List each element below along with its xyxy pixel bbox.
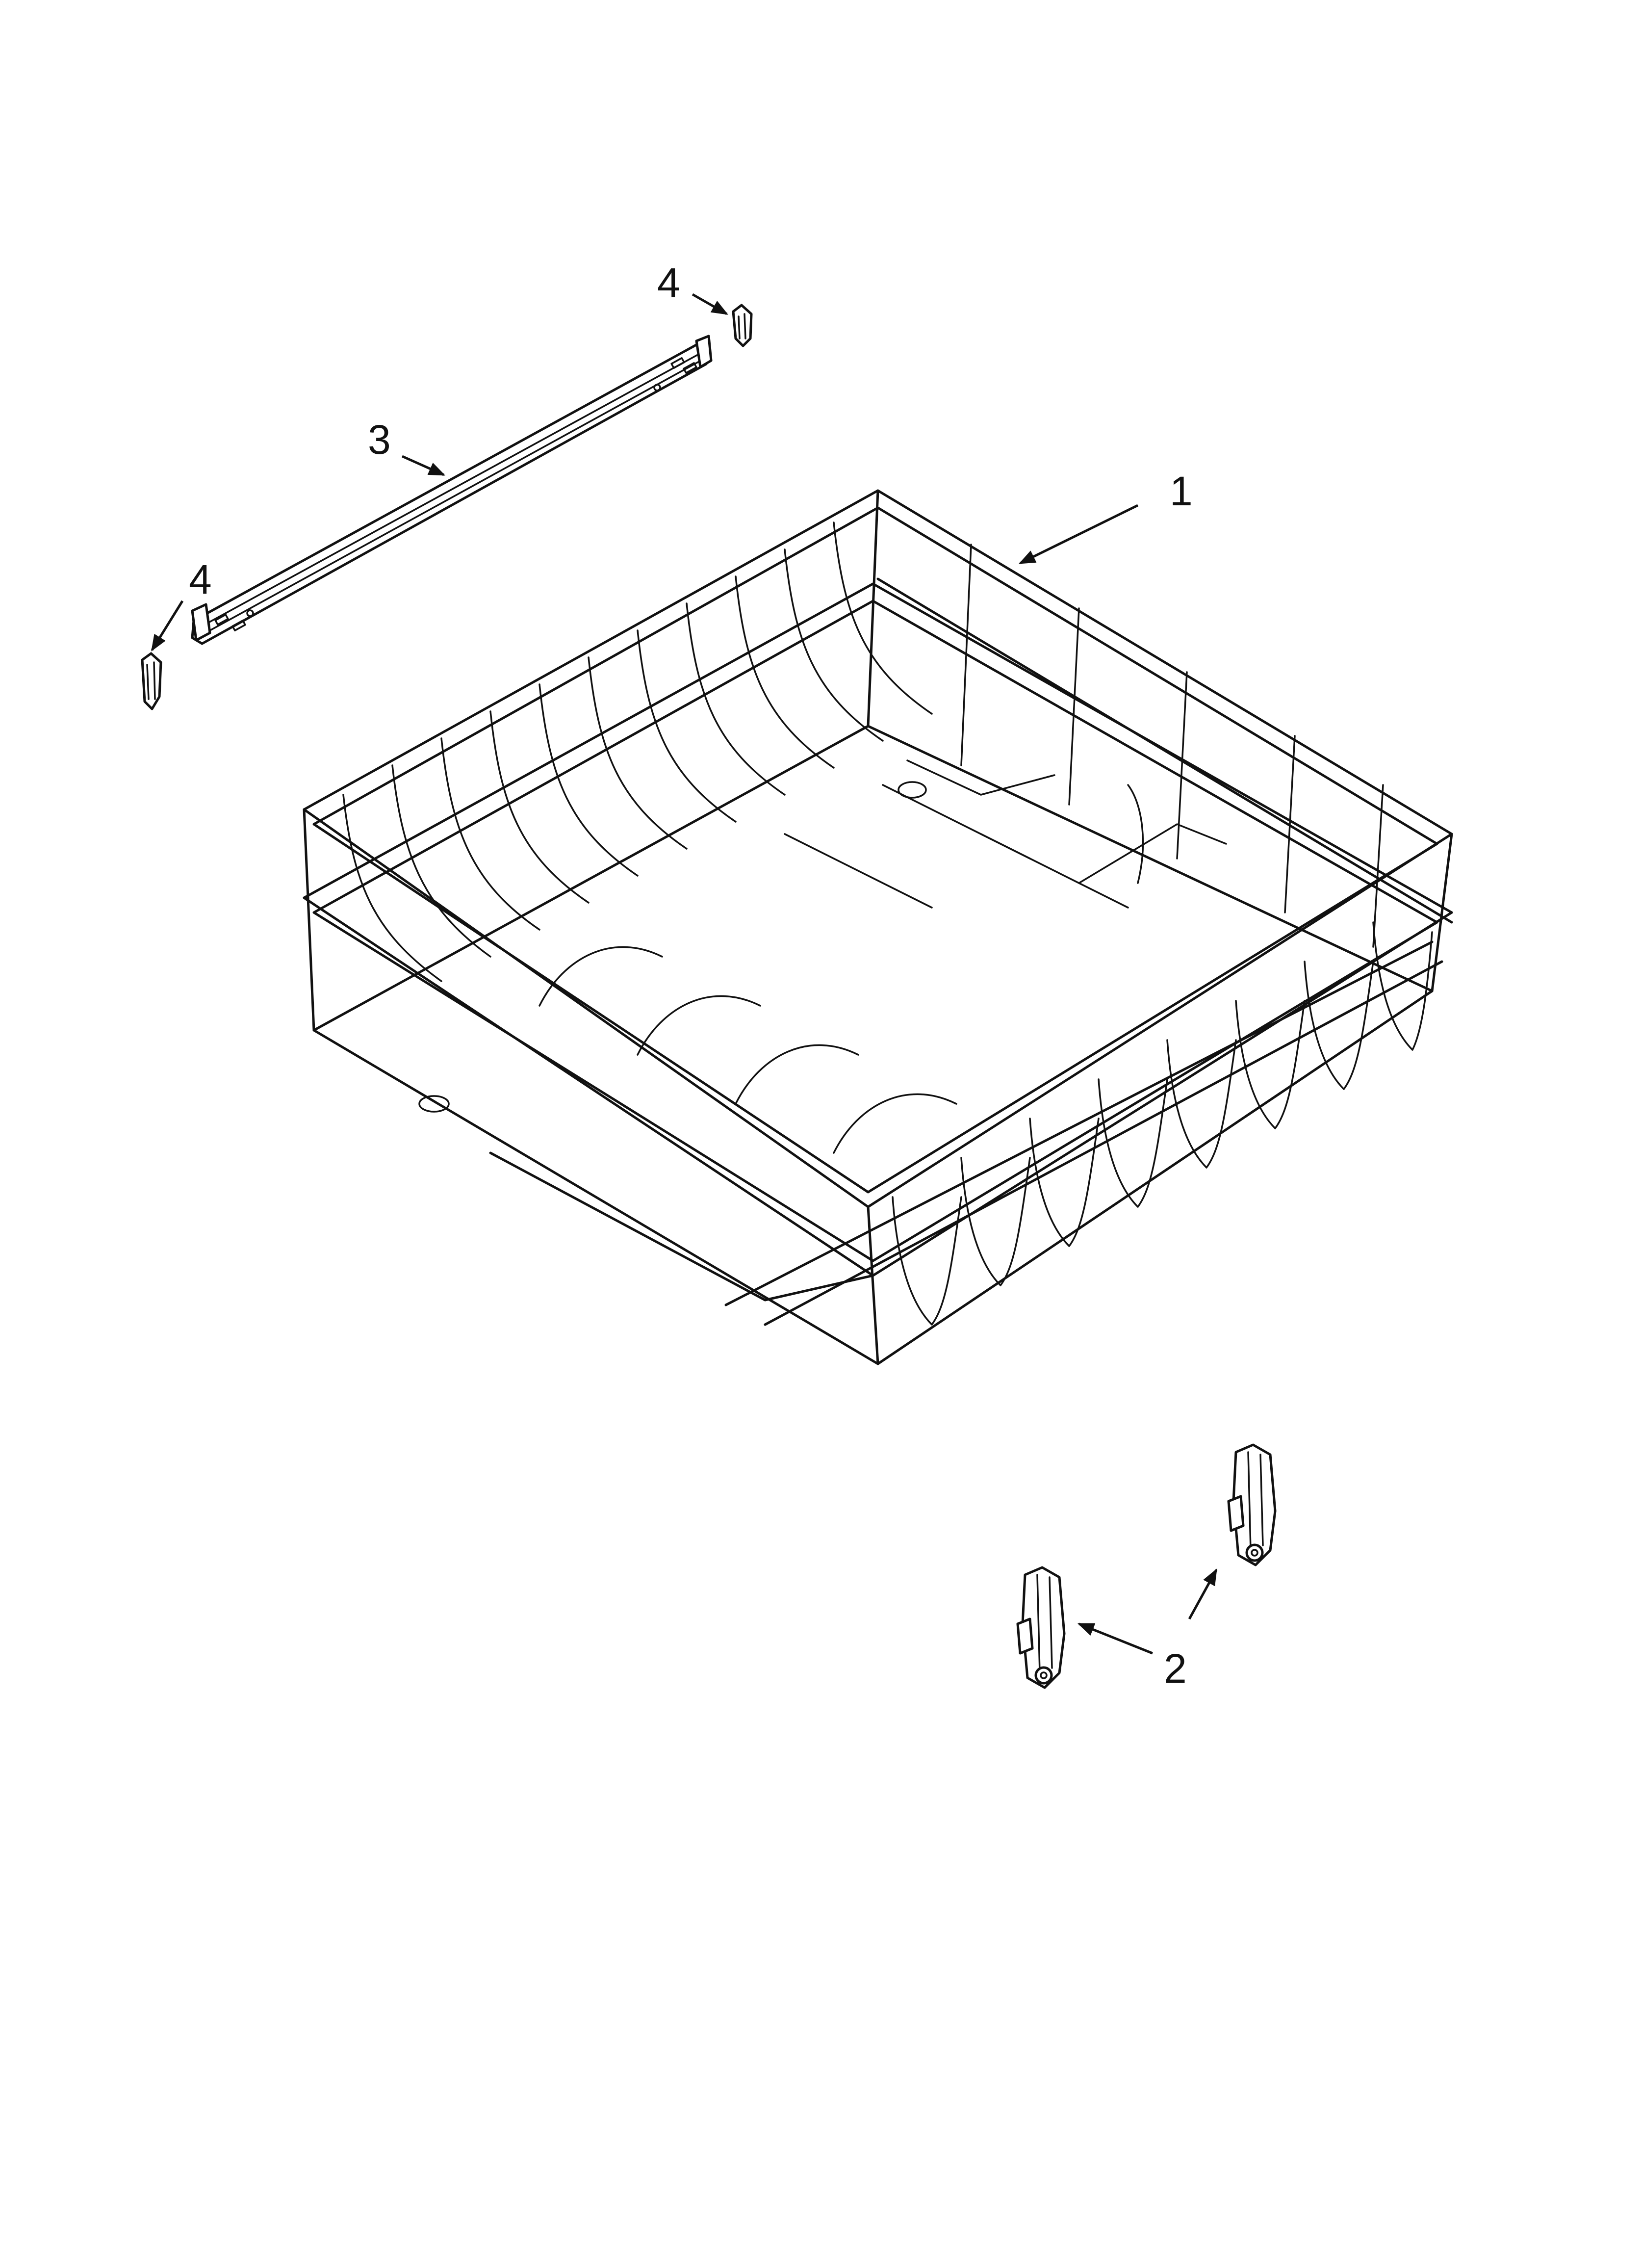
rail-end-clip-icon xyxy=(141,652,162,710)
rack-track-rail-icon xyxy=(191,335,713,645)
leader-2-b xyxy=(1188,1568,1218,1620)
leader-4-left xyxy=(151,600,184,652)
leader-3 xyxy=(401,455,446,476)
callout-4-left: 4 xyxy=(189,556,212,602)
rack-roller-adjuster-icon xyxy=(1227,1443,1277,1566)
callout-1: 1 xyxy=(1170,468,1193,514)
callout-3: 3 xyxy=(368,417,391,463)
dishrack-basket-icon xyxy=(303,489,1453,1365)
leader-1 xyxy=(1018,504,1139,565)
leader-2-a xyxy=(1077,1622,1153,1655)
callout-2: 2 xyxy=(1164,1645,1187,1692)
rack-roller-adjuster-icon xyxy=(1016,1566,1066,1689)
rail-end-clip-icon xyxy=(732,304,753,347)
callout-4-top: 4 xyxy=(657,260,680,306)
leader-4-top xyxy=(692,293,728,315)
